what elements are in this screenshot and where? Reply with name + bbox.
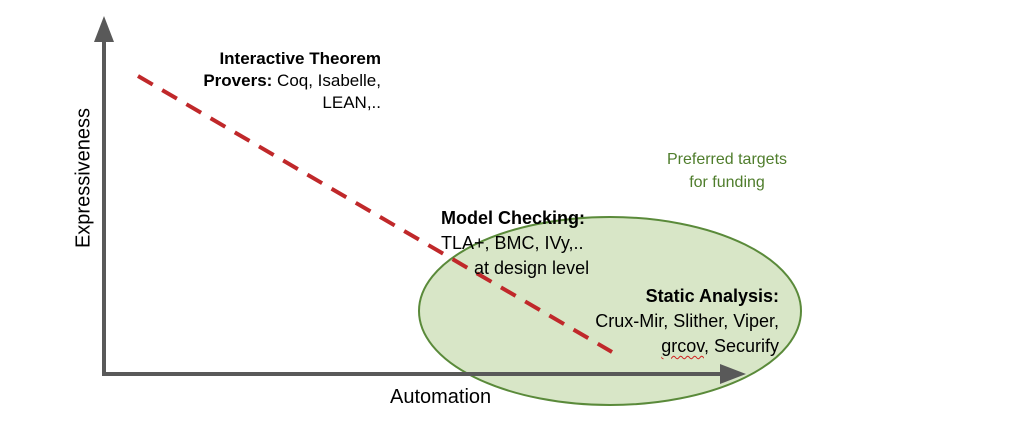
preferred-line-1: Preferred targets	[666, 151, 788, 168]
itp-provers-bold: Provers:	[203, 71, 273, 90]
itp-title: Interactive Theorem	[219, 49, 381, 68]
static-analysis-label: Static Analysis: Crux-Mir, Slither, Vipe…	[595, 284, 779, 359]
preferred-funding-region	[418, 216, 802, 406]
grcov-spellcheck-word: grcov	[661, 336, 704, 356]
interactive-theorem-provers-label: Interactive Theorem Provers: Coq, Isabel…	[203, 48, 381, 114]
static-analysis-title: Static Analysis:	[645, 286, 779, 306]
expressiveness-automation-tradeoff-line	[136, 74, 614, 354]
model-checking-tools: TLA+, BMC, IVy,..	[441, 233, 584, 253]
itp-line-3: LEAN,..	[322, 93, 381, 112]
x-axis-arrowhead	[720, 364, 746, 384]
x-axis-label: Automation	[390, 386, 492, 408]
itp-tools: Coq, Isabelle,	[272, 71, 381, 90]
static-analysis-tools: Crux-Mir, Slither, Viper,	[595, 311, 779, 331]
static-analysis-line-3: grcov, Securify	[595, 334, 779, 359]
itp-line-2: Provers: Coq, Isabelle,	[203, 70, 381, 92]
model-checking-title: Model Checking:	[441, 208, 586, 228]
model-checking-note: at design level	[474, 258, 590, 278]
static-analysis-tools-rest: , Securify	[703, 336, 779, 356]
preferred-targets-label: Preferred targets for funding	[634, 148, 820, 194]
preferred-line-2: for funding	[689, 174, 765, 191]
y-axis-label: Expressiveness	[72, 107, 95, 249]
model-checking-label: Model Checking: TLA+, BMC, IVy,.. at des…	[441, 206, 589, 281]
y-axis-arrowhead	[94, 16, 114, 42]
